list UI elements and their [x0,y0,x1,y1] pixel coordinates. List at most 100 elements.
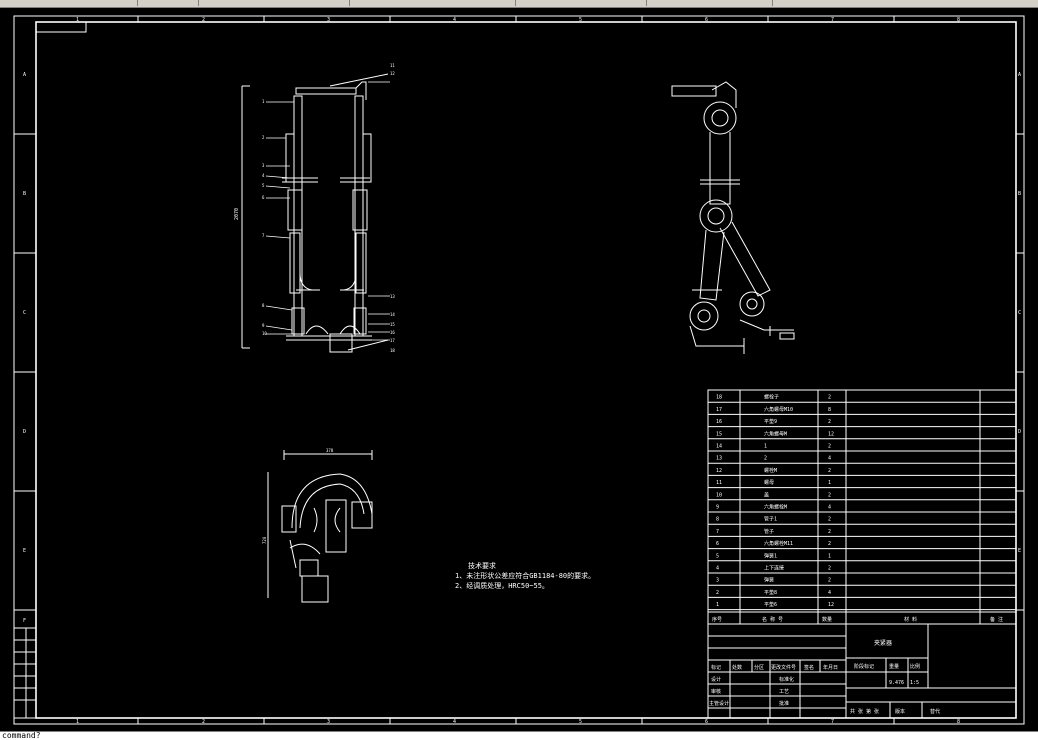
row-label: F [23,618,26,624]
bom-qty: 2 [828,566,831,572]
toolbar-segment[interactable] [516,0,647,6]
bom-name: 六角螺栓M [764,504,787,511]
bom-no: 6 [716,541,719,547]
binding-strip [13,627,37,719]
callout-label: 11 [390,63,395,68]
bom-name: 六角螺栓M11 [764,540,793,547]
bom-qty: 2 [828,468,831,474]
col-label: 6 [705,719,708,725]
bom-no: 4 [716,566,719,572]
dimension-text: 720 [262,536,267,544]
col-label: 5 [579,719,582,725]
bom-name: 管子 [764,528,774,535]
bom-qty: 1 [828,553,831,559]
col-label: 1 [76,17,79,23]
bom-no: 8 [716,517,719,523]
notes-line: 1、未注形状公差应符合GB1184-80的要求。 [455,571,595,580]
bom-qty: 2 [828,578,831,584]
tb-label: 签名 [804,664,814,671]
tb-label: 共 张 第 张 [850,708,879,715]
front-view[interactable]: 2070 1 [234,63,395,353]
bom-qty: 12 [828,431,834,437]
bom-name: 平垫6 [764,601,777,608]
toolbar-segment[interactable] [350,0,516,6]
tb-label: 替代 [930,708,940,715]
bom-no: 14 [716,444,722,450]
bom-name: 螺栓M [764,467,777,474]
callout-label: 13 [390,294,395,299]
part-name: 夹紧器 [874,639,892,647]
row-label: E [1018,548,1021,554]
notes-title: 技术要求 [468,561,496,570]
bom-name: 螺母 [764,479,774,486]
weight-value: 9.476 [889,680,904,686]
row-label: A [1018,72,1021,78]
bom-name: 螺栓子 [764,394,779,401]
bom-qty: 4 [828,590,831,596]
bom-name: 弹簧 [764,577,774,584]
col-label: 2 [202,719,205,725]
tb-label: 阶段标记 [854,663,874,670]
bom-header-material: 材 料 [904,616,917,623]
row-label: E [23,548,26,554]
bom-no: 12 [716,468,722,474]
bom-no: 15 [716,431,722,437]
bom-name: 2 [764,456,767,462]
toolbar-segment[interactable] [647,0,773,6]
col-label: 3 [327,17,330,23]
row-label: C [23,310,26,316]
col-label: 8 [957,719,960,725]
technical-notes: 技术要求 1、未注形状公差应符合GB1184-80的要求。 2、经调质处理，HR… [455,561,595,590]
callout-label: 5 [262,183,265,188]
col-label: 1 [76,719,79,725]
bom-no: 2 [716,590,719,596]
callout-label: 6 [262,195,265,200]
sheet-inner-border [35,21,1017,719]
cad-toolbar-strip [0,0,1038,8]
bom-name: 平垫8 [764,589,777,596]
row-label: A [23,72,26,78]
row-label: C [1018,310,1021,316]
row-label: D [23,429,26,435]
top-view[interactable]: 378 720 [262,448,373,603]
bom-qty: 4 [828,505,831,511]
row-label: B [1018,191,1021,197]
bom-no: 3 [716,578,719,584]
tb-label: 设计 [711,676,721,683]
bom-no: 7 [716,529,719,535]
bom-no: 5 [716,553,719,559]
toolbar-segment[interactable] [0,0,138,6]
bom-qty: 2 [828,395,831,401]
dimension-text: 2070 [234,208,240,220]
bom-qty: 12 [828,602,834,608]
callout-label: 7 [262,233,265,238]
bom-header-remark: 备 注 [990,616,1003,623]
callout-label: 17 [390,338,395,343]
tb-label: 主管设计 [709,700,729,707]
tb-label: 版本 [895,708,905,715]
callout-label: 12 [390,71,395,76]
toolbar-segment[interactable] [199,0,350,6]
tb-label: 比例 [910,663,920,670]
col-label: 8 [957,17,960,23]
tb-label: 工艺 [779,689,789,695]
tb-label: 更改文件号 [771,664,796,671]
col-label: 4 [453,17,456,23]
tb-label: 标记 [711,664,721,671]
bom-no: 13 [716,456,722,462]
tb-label: 标准化 [779,676,794,683]
toolbar-segment[interactable] [138,0,199,6]
bom-name: 上下连接 [764,565,784,572]
col-label: 5 [579,17,582,23]
callout-label: 15 [390,322,395,327]
command-line[interactable]: command? [0,731,1038,740]
drawing-canvas[interactable]: 1 2 3 4 5 6 7 8 1 2 3 4 5 6 7 8 A B C D … [0,8,1038,731]
tb-label: 处数 [732,664,742,671]
bom-no: 17 [716,407,722,413]
tb-label: 审核 [711,688,721,695]
bom-no: 9 [716,505,719,511]
bom-qty: 8 [828,407,831,413]
linkage-view[interactable] [671,81,795,354]
sheet-outer-border [13,15,1025,725]
bom-name: 六角螺母M10 [764,406,793,413]
